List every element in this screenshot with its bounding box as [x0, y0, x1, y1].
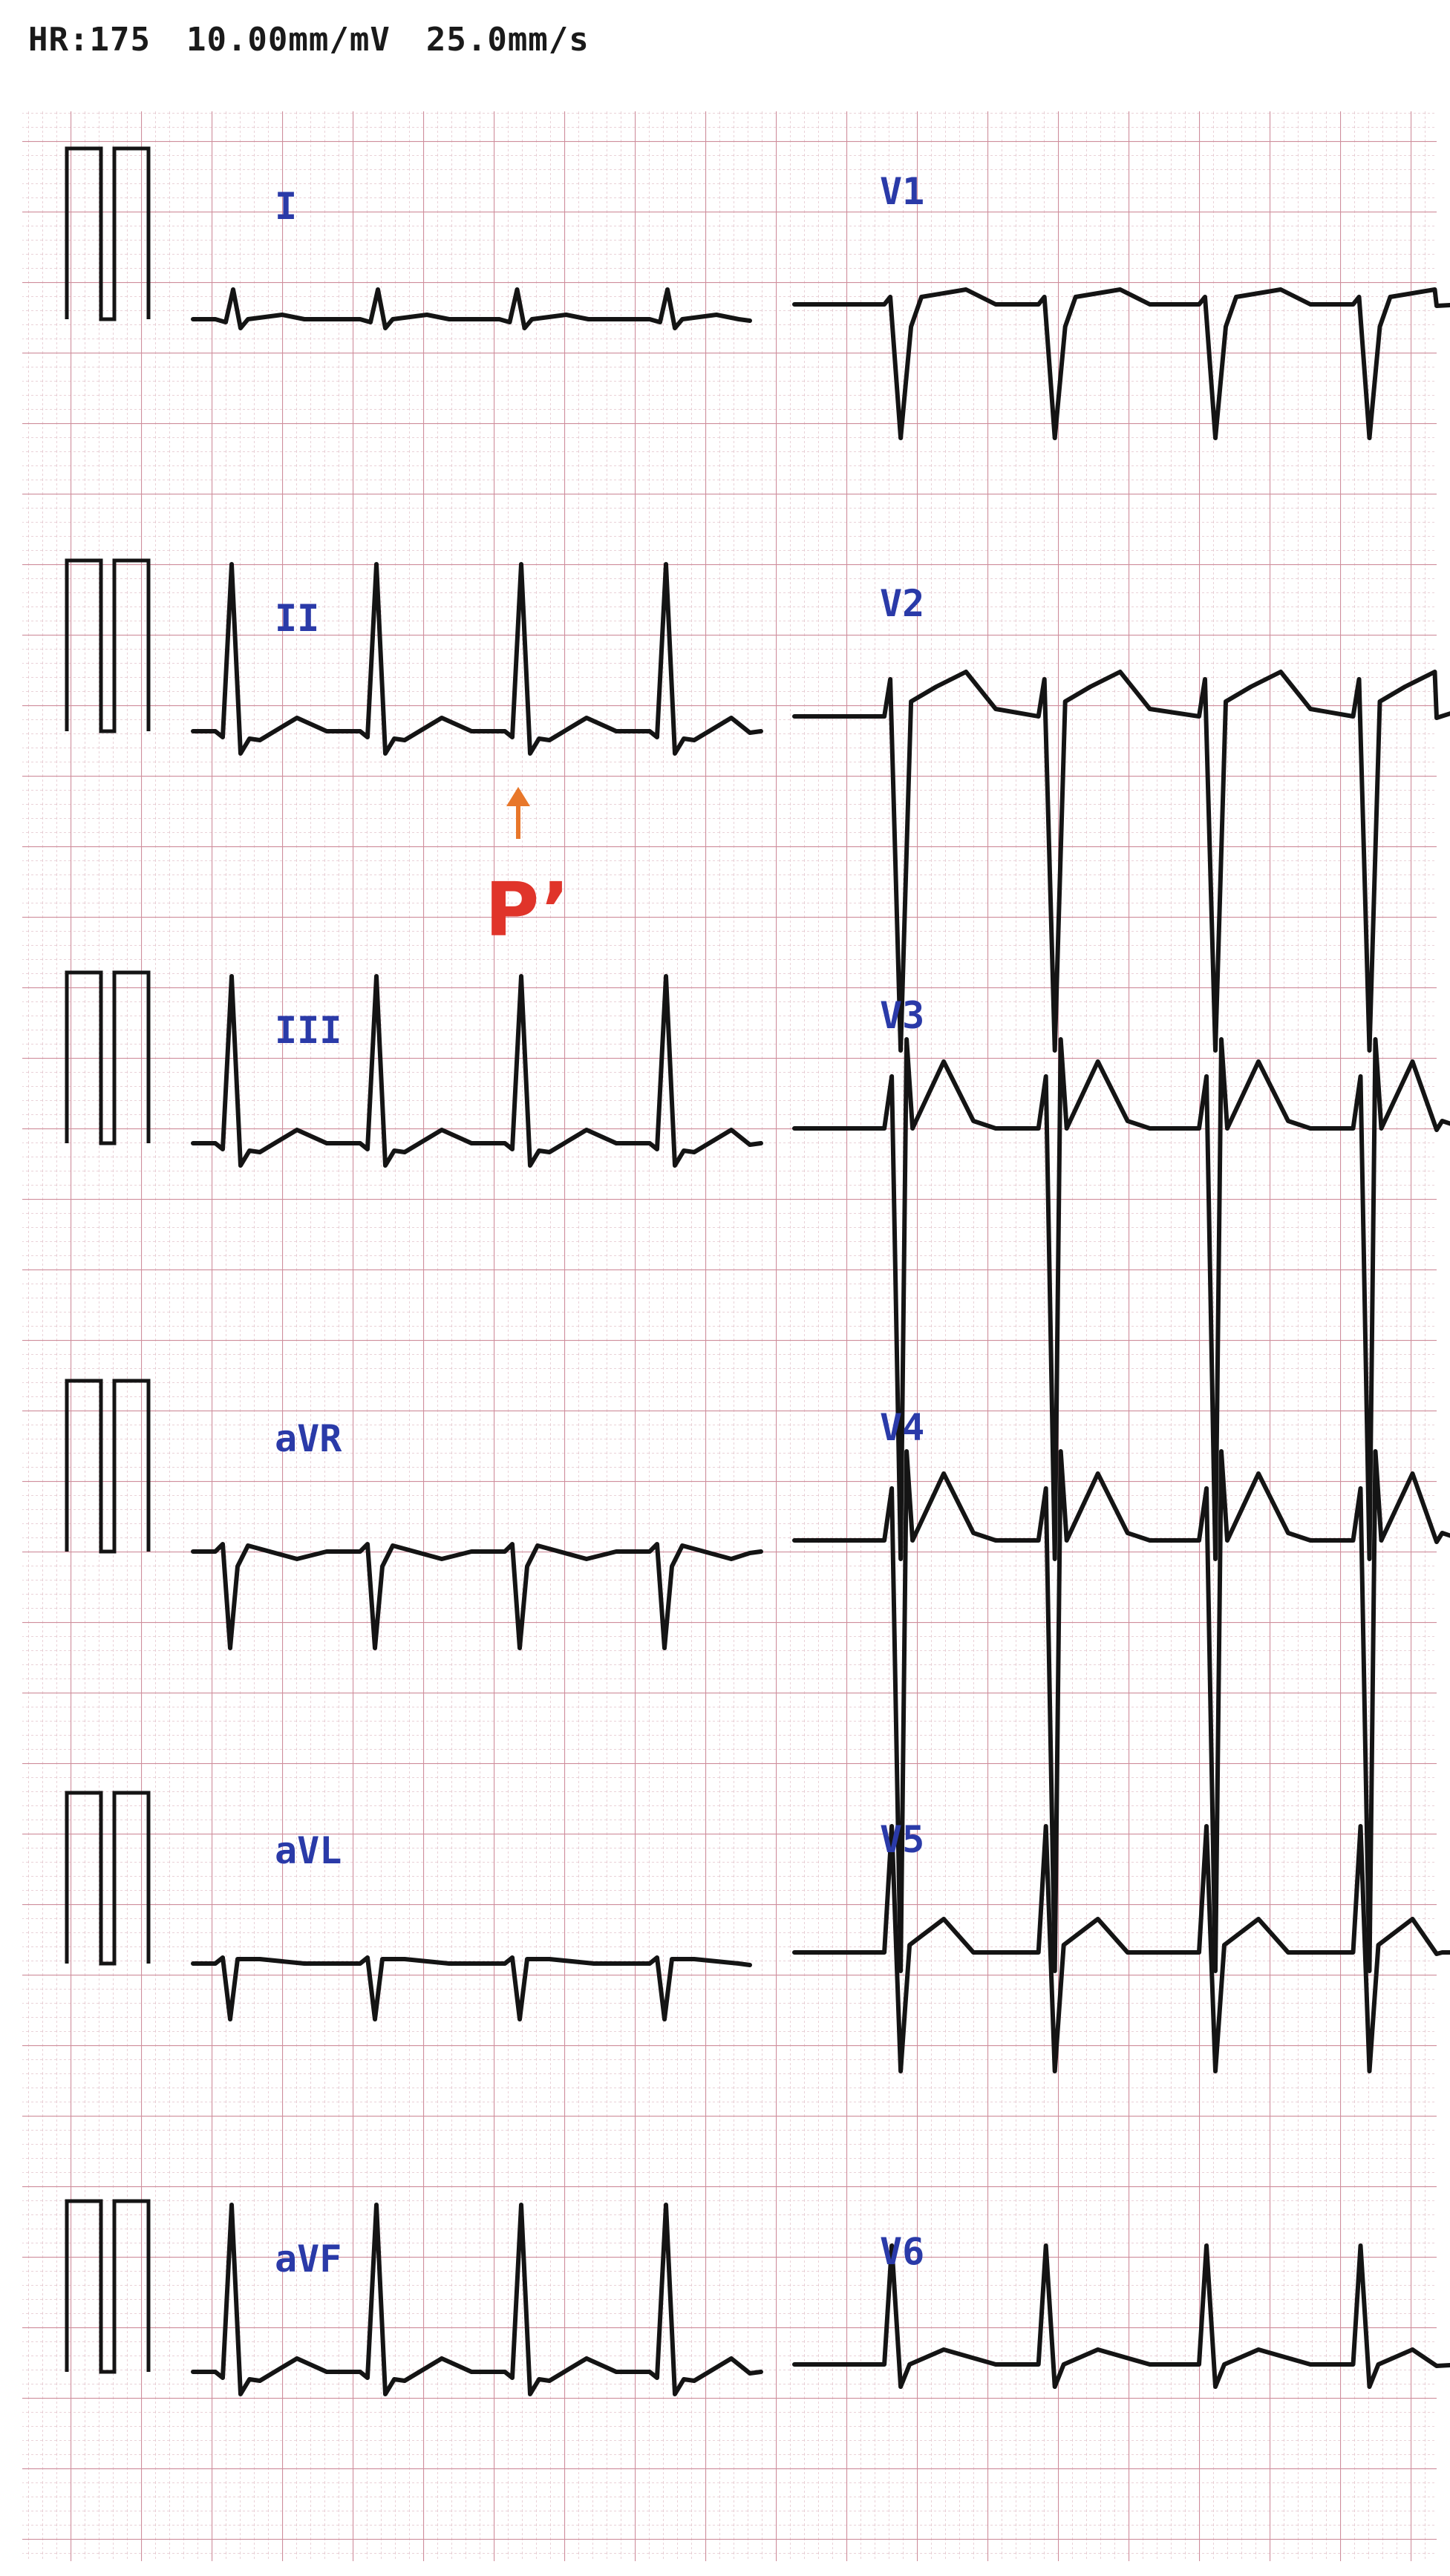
calibration-pulse-I	[65, 146, 151, 321]
trace-aVL	[191, 1955, 752, 2021]
lead-label-V2: V2	[880, 582, 924, 625]
trace-aVR	[191, 1542, 763, 1650]
trace-V2	[792, 670, 1450, 1053]
trace-V4	[792, 1449, 1450, 1973]
calibration-pulse-II	[65, 558, 151, 733]
trace-V1	[792, 287, 1450, 440]
lead-label-III: III	[275, 1009, 342, 1052]
calibration-pulse-III	[65, 970, 151, 1145]
trace-I	[191, 287, 752, 330]
calibration-pulses	[65, 146, 151, 2374]
lead-label-V6: V6	[880, 2230, 924, 2273]
gain-readout: 10.00mm/mV	[186, 21, 391, 59]
heart-rate-readout: HR:175	[28, 21, 151, 59]
paper-speed-readout: 25.0mm/s	[425, 21, 590, 59]
lead-label-aVF: aVF	[275, 2237, 342, 2281]
trace-II	[191, 562, 763, 756]
lead-label-V5: V5	[880, 1818, 924, 1861]
calibration-pulse-aVL	[65, 1791, 151, 1966]
trace-V3	[792, 1037, 1450, 1561]
calibration-pulse-aVR	[65, 1379, 151, 1554]
lead-label-V3: V3	[880, 994, 924, 1037]
p-prime-annotation: P’	[485, 787, 569, 953]
lead-label-V1: V1	[880, 170, 924, 213]
lead-label-I: I	[275, 185, 297, 228]
trace-V5	[792, 1824, 1450, 2073]
limb-lead-traces	[191, 287, 763, 2396]
trace-aVF	[191, 2203, 763, 2396]
p-prime-label: P’	[485, 866, 569, 953]
trace-V6	[792, 2243, 1450, 2389]
p-prime-arrow-head	[506, 787, 530, 806]
ecg-grid-paper	[22, 111, 1437, 2561]
lead-label-II: II	[275, 597, 319, 640]
trace-III	[191, 974, 763, 1168]
chest-lead-traces	[792, 287, 1450, 2389]
lead-label-aVL: aVL	[275, 1829, 342, 1872]
calibration-pulse-aVF	[65, 2199, 151, 2374]
ecg-header: HR:175 10.00mm/mV 25.0mm/s	[28, 21, 625, 59]
lead-label-aVR: aVR	[275, 1417, 342, 1460]
lead-label-V4: V4	[880, 1406, 924, 1449]
